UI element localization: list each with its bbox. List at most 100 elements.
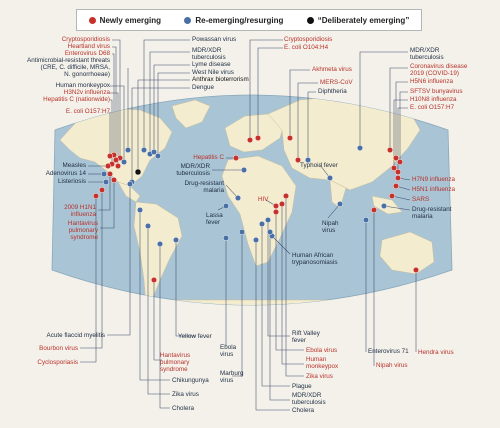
leader-line: [100, 180, 115, 229]
leader-line: [255, 240, 290, 411]
marker-newly: [92, 192, 100, 200]
label-human-monkeypox-us: Human monkeypox: [55, 82, 110, 89]
label-lyme: Lyme disease: [192, 61, 231, 68]
marker-reemerging: [264, 216, 272, 224]
marker-newly: [392, 182, 400, 190]
label-mers: MERS-CoV: [320, 79, 353, 86]
marker-newly: [106, 170, 114, 178]
label-ecoli-asia: E. coli O157:H7: [410, 104, 455, 111]
leader-line: [112, 46, 117, 160]
marker-newly: [394, 174, 402, 182]
marker-newly: [272, 202, 280, 210]
black-dot-icon: [306, 16, 314, 24]
leader-lines: [80, 39, 417, 411]
label-nipah-asia: Nipah virus: [376, 362, 408, 369]
label-hiv: HIV: [258, 196, 269, 203]
leader-line: [232, 232, 243, 377]
leader-line: [137, 79, 190, 172]
marker-reemerging: [136, 206, 144, 214]
marker-newly: [114, 162, 122, 170]
leader-line: [261, 224, 290, 387]
leader-line: [110, 85, 125, 162]
label-diphtheria: Diphtheria: [318, 88, 347, 95]
legend-newly: Newly emerging: [88, 16, 161, 25]
marker-reemerging: [356, 144, 364, 152]
leader-line: [399, 91, 408, 162]
marker-reemerging: [252, 236, 260, 244]
marker-newly: [386, 146, 394, 154]
leader-line: [285, 196, 304, 377]
marker-reemerging: [172, 236, 180, 244]
leader-line: [257, 47, 283, 138]
marker-newly: [282, 192, 290, 200]
marker-reemerging: [362, 216, 370, 224]
leader-line: [275, 212, 304, 351]
marker-newly: [286, 134, 294, 142]
marker-reemerging: [222, 202, 230, 210]
label-measles: Measles: [62, 162, 86, 169]
europe: [224, 113, 285, 153]
label-akhmeta: Akhmeta virus: [312, 66, 352, 73]
label-sftsv: SFTSV bunyavirus: [410, 88, 463, 95]
leader-line: [397, 107, 408, 172]
label-antimicrobial: Antimicrobial-resistant threats(CRE, C. …: [27, 57, 110, 79]
label-cholera-af: Cholera: [292, 407, 315, 414]
leader-line: [131, 87, 190, 182]
marker-reemerging: [326, 174, 334, 182]
label-enterovirus-71: Enterovirus 71: [368, 348, 409, 355]
label-chikungunya: Chikungunya: [172, 377, 209, 384]
marker-reemerging: [144, 222, 152, 230]
legend-reemerging-label: Re-emerging/resurging: [195, 15, 284, 25]
label-plague: Plague: [292, 383, 312, 390]
blue-dot-icon: [184, 16, 192, 24]
marker-newly: [294, 156, 302, 164]
legend: Newly emerging Re-emerging/resurging “De…: [76, 9, 422, 31]
label-anthrax: Anthrax bioterrorism: [192, 76, 249, 83]
leader-line: [112, 39, 121, 158]
marker-reemerging: [126, 180, 134, 188]
label-h10n8: H10N8 influenza: [410, 96, 457, 103]
label-hepatitis-c-eu: Hepatitis C: [193, 154, 224, 161]
greenland: [171, 99, 211, 129]
label-h3n2v: H3N2v influenza: [63, 89, 110, 96]
marker-reemerging: [222, 234, 230, 242]
label-sars: SARS: [412, 196, 430, 203]
marker-reemerging: [258, 220, 266, 228]
leader-line: [80, 190, 103, 349]
label-yellow-fever: Yellow fever: [178, 333, 212, 340]
marker-group: [92, 134, 420, 284]
marker-newly: [98, 186, 106, 194]
se-asia-islands: [371, 195, 403, 215]
leader-line: [289, 69, 310, 138]
marker-newly: [396, 158, 404, 166]
label-cryptosporidiosis-us: Cryptosporidiosis: [61, 36, 110, 43]
legend-deliberate-label: “Deliberately emerging”: [317, 15, 410, 25]
marker-newly: [106, 152, 114, 160]
label-dengue-us: Dengue: [192, 84, 215, 91]
marker-reemerging: [150, 148, 158, 156]
marker-newly: [390, 164, 398, 172]
marker-reemerging: [234, 194, 242, 202]
label-enterovirus-d68: Enterovirus D68: [64, 50, 110, 57]
marker-reemerging: [238, 228, 246, 236]
leader-line: [153, 64, 190, 152]
leader-line: [107, 184, 131, 336]
label-ebola-af: Ebola virus: [306, 347, 338, 354]
red-dot-icon: [88, 16, 96, 24]
leader-line: [269, 232, 290, 401]
marker-newly: [272, 208, 280, 216]
marker-reemerging: [380, 202, 388, 210]
leader-line: [391, 195, 411, 201]
leader-line: [110, 92, 119, 166]
